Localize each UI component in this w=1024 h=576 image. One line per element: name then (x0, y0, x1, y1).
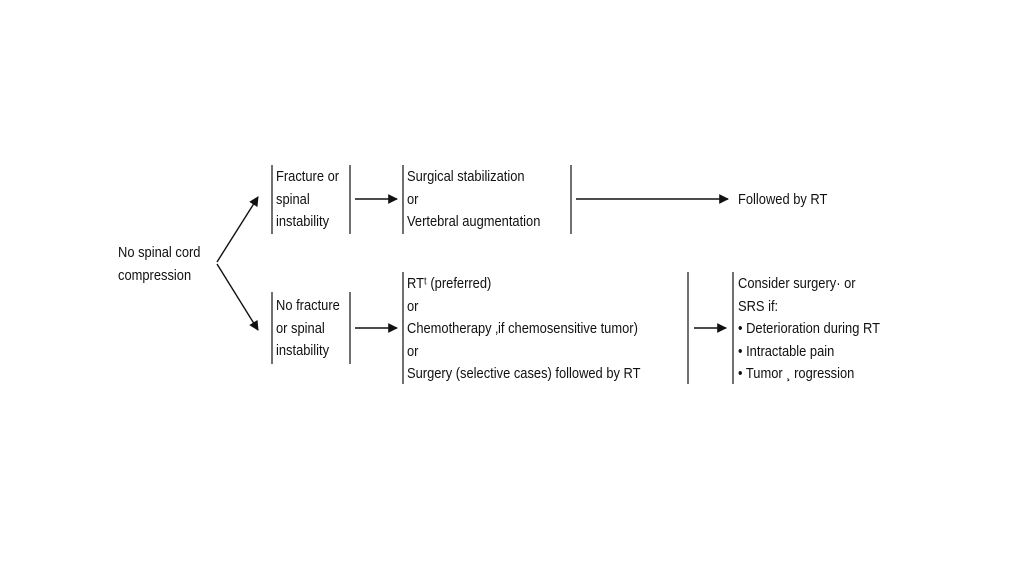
top-outcome-line: Followed by RT (738, 191, 828, 208)
start-line: No spinal cord (118, 244, 201, 261)
bottom-outcome-line: • Tumor ¸ rogression (738, 365, 855, 382)
bottom-condition-line: No fracture (276, 297, 340, 314)
bottom-treatment-line: RTᵗ (preferred) (407, 275, 492, 292)
bottom-outcome-text: Consider surgery· or SRS if: • Deteriora… (738, 273, 880, 386)
top-treatment-line: or (407, 190, 419, 208)
bottom-outcome-line: • Intractable pain (738, 342, 835, 360)
bottom-treatment-line: or (407, 342, 419, 360)
start-node-text: No spinal cord compression (118, 242, 200, 287)
bottom-condition-line: instability (276, 342, 330, 359)
top-condition-text: Fracture or spinal instability (276, 166, 339, 234)
top-condition-line: spinal (276, 190, 310, 208)
bottom-treatment-line: Surgery (selective cases) followed by RT (407, 365, 641, 382)
top-treatment-line: Vertebral augmentation (407, 213, 541, 230)
bottom-treatment-line: Chemotherapy ‚if chemosensitive tumor) (407, 320, 638, 337)
bottom-treatment-line: or (407, 297, 419, 315)
bottom-outcome-line: SRS if: (738, 297, 779, 315)
bottom-outcome-line: Consider surgery· or (738, 275, 856, 292)
top-outcome-text: Followed by RT (738, 189, 827, 212)
branch-arrow-up (216, 196, 259, 263)
top-treatment-line: Surgical stabilization (407, 168, 525, 185)
top-treatment-text: Surgical stabilization or Vertebral augm… (407, 166, 540, 234)
bottom-condition-line: or spinal (276, 319, 325, 337)
branch-arrow-down (216, 263, 259, 331)
top-condition-line: Fracture or (276, 168, 340, 185)
bottom-condition-text: No fracture or spinal instability (276, 295, 340, 363)
start-line: compression (118, 266, 192, 284)
top-condition-line: instability (276, 213, 330, 230)
bottom-outcome-line: • Deterioration during RT (738, 320, 880, 337)
bottom-treatment-text: RTᵗ (preferred) or Chemotherapy ‚if chem… (407, 273, 640, 386)
